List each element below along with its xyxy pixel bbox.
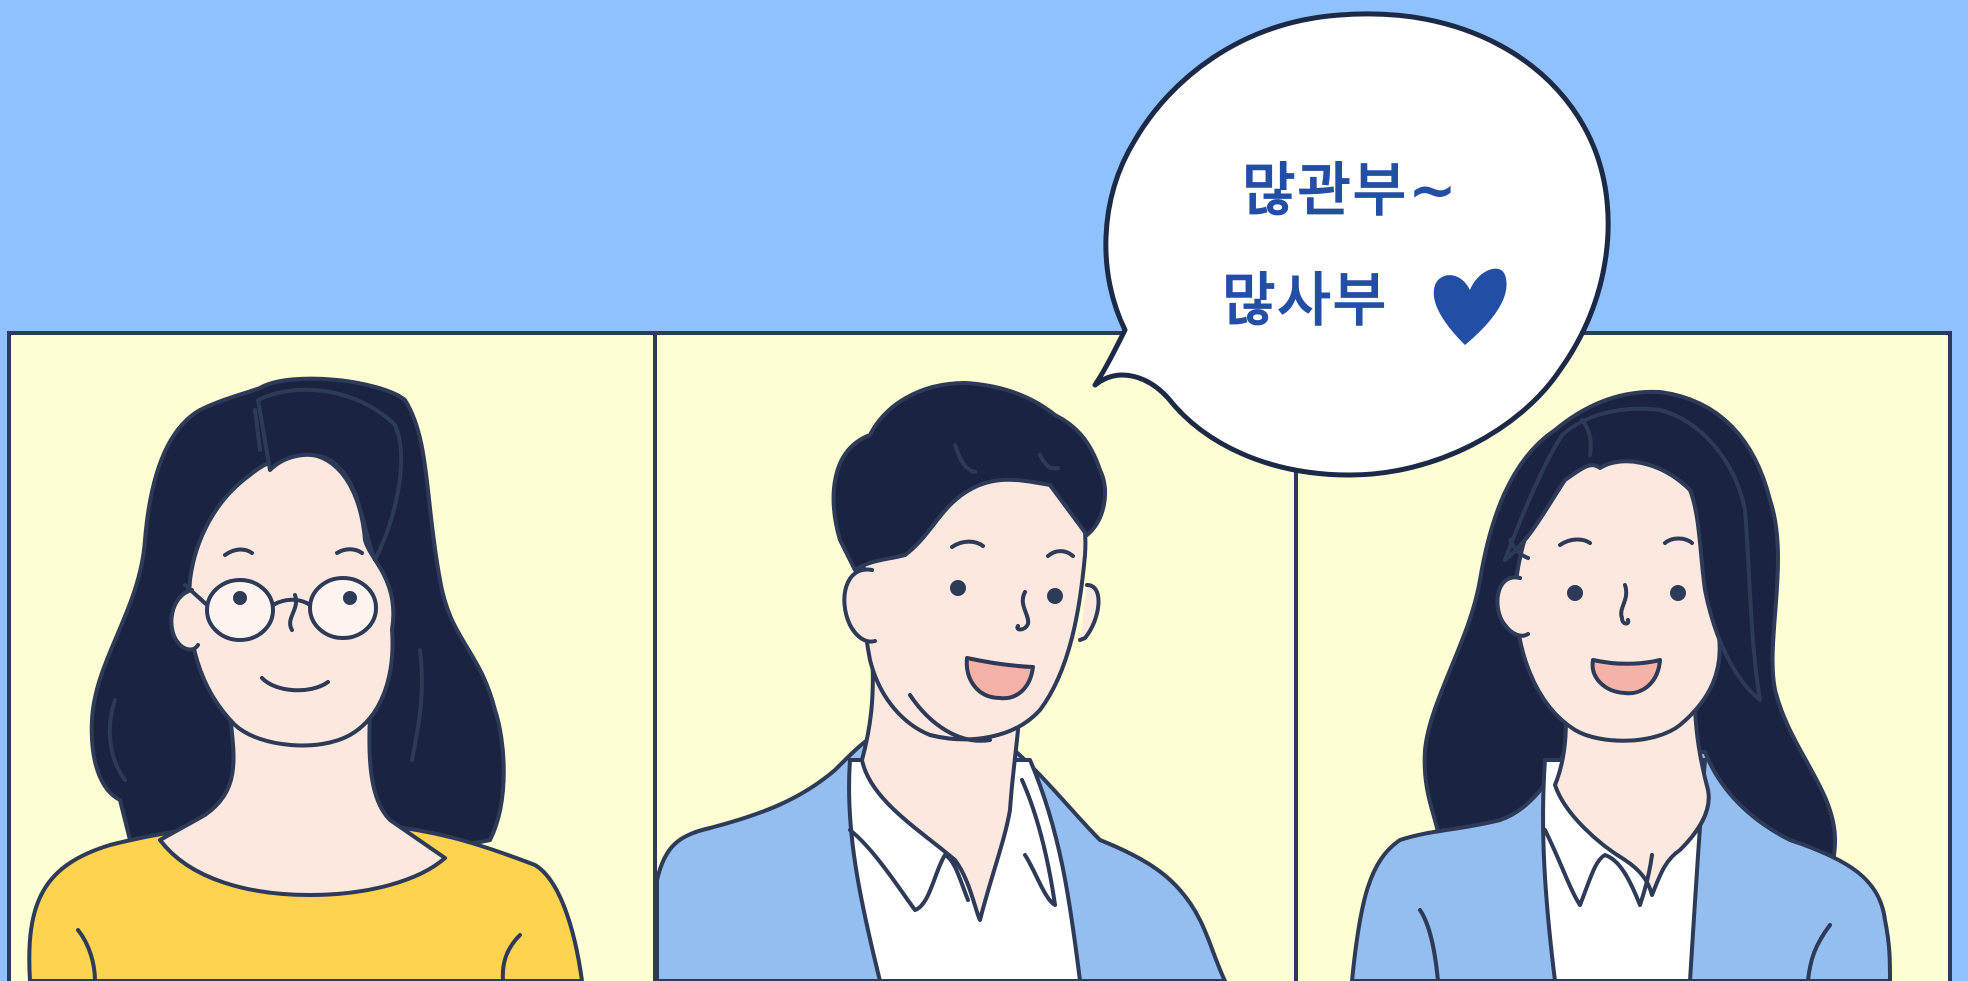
ear-left bbox=[842, 567, 877, 644]
eye-right bbox=[1670, 585, 1686, 601]
ear-right bbox=[1078, 583, 1101, 642]
nose bbox=[1619, 583, 1631, 626]
open-mouth bbox=[964, 656, 1035, 701]
hair-strand bbox=[410, 648, 425, 762]
man-in-jacket bbox=[655, 381, 1227, 981]
eye-right bbox=[343, 591, 357, 605]
bubble-text-line2: 많사부 bbox=[1222, 266, 1388, 334]
eye-right bbox=[1047, 588, 1063, 604]
neck bbox=[158, 713, 447, 897]
bubble-text-line1: 많관부~ bbox=[1242, 156, 1459, 224]
hair bbox=[831, 381, 1108, 572]
hair-strand bbox=[968, 448, 1002, 474]
glasses-bridge bbox=[271, 597, 312, 607]
eye-left bbox=[950, 580, 966, 596]
sweater-fold bbox=[500, 933, 522, 981]
jaw-line bbox=[908, 693, 992, 743]
nose bbox=[288, 593, 299, 632]
brow-right bbox=[1046, 549, 1075, 558]
heart-icon bbox=[1433, 268, 1507, 345]
jacket-fold bbox=[1418, 908, 1440, 981]
woman-with-glasses bbox=[27, 376, 584, 981]
brow-left bbox=[950, 539, 985, 549]
shirt-collar bbox=[1543, 828, 1654, 907]
glasses-right-lens bbox=[308, 576, 378, 640]
hair-strand bbox=[1038, 453, 1060, 471]
brow-left bbox=[1558, 537, 1592, 547]
brow-right bbox=[1663, 536, 1694, 545]
brow-left bbox=[223, 547, 254, 557]
hair-strand bbox=[1508, 538, 1530, 560]
jacket-fold bbox=[1806, 923, 1832, 981]
woman-in-jacket bbox=[1350, 389, 1892, 981]
ear bbox=[1495, 575, 1530, 638]
speech-bubble: 많관부~ 많사부 bbox=[1092, 11, 1611, 478]
ear bbox=[169, 588, 200, 652]
shirt-collar bbox=[1020, 778, 1057, 907]
smile bbox=[260, 676, 330, 693]
sweater-fold bbox=[76, 928, 97, 981]
hair-front bbox=[1503, 406, 1762, 702]
neck bbox=[1553, 698, 1711, 897]
eye-left bbox=[233, 591, 247, 605]
hair-strand bbox=[953, 443, 977, 474]
hair-strand bbox=[1580, 418, 1593, 457]
hair-strand bbox=[107, 698, 127, 782]
nose bbox=[1015, 590, 1031, 632]
hair-strand bbox=[253, 408, 262, 452]
eye-left bbox=[1567, 585, 1583, 601]
brow-right bbox=[335, 547, 364, 555]
shirt-collar bbox=[848, 828, 970, 912]
hair-front bbox=[256, 387, 404, 562]
speech-bubble-shape bbox=[1092, 11, 1611, 478]
glasses-arm bbox=[183, 583, 209, 607]
open-mouth bbox=[1590, 658, 1662, 696]
glasses-left-lens bbox=[205, 578, 275, 642]
